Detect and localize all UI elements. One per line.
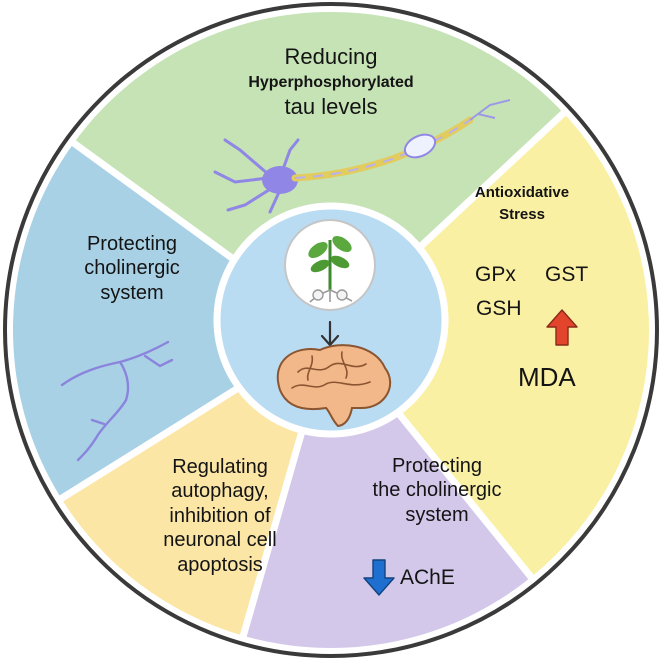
segment-antioxidative bbox=[331, 113, 650, 578]
neuron-illustration bbox=[213, 99, 511, 214]
gst-label: GST bbox=[545, 263, 589, 286]
cholinergic-left-line2: cholinergic bbox=[84, 257, 180, 280]
cholinergic-left-label: Protecting cholinergic system bbox=[62, 232, 202, 305]
cholinergic-right-line3: system bbox=[405, 503, 469, 526]
plant-icon bbox=[284, 219, 376, 311]
ache-label: AChE bbox=[400, 566, 455, 589]
up-arrow-icon bbox=[546, 309, 578, 346]
mda-label: MDA bbox=[518, 362, 576, 392]
gsh-label: GSH bbox=[476, 297, 522, 320]
autophagy-line4: neuronal cell bbox=[163, 529, 277, 552]
antioxidative-title-line2: Stress bbox=[499, 206, 545, 224]
down-arrow-icon bbox=[320, 320, 340, 347]
tau-label: Reducing Hyperphosphorylated tau levels bbox=[206, 44, 456, 121]
autophagy-line3: inhibition of bbox=[169, 504, 271, 527]
cholinergic-left-line3: system bbox=[100, 281, 164, 304]
cholinergic-left-line1: Protecting bbox=[86, 233, 178, 255]
autophagy-line1: Regulating bbox=[172, 456, 268, 478]
cholinergic-right-line1: Protecting bbox=[391, 455, 483, 477]
cholinergic-right-line2: the cholinergic bbox=[372, 479, 502, 502]
ache-down-arrow-icon bbox=[363, 559, 395, 596]
brain-icon bbox=[276, 344, 391, 428]
cholinergic-right-label: Protecting the cholinergic system bbox=[358, 454, 516, 527]
antioxidative-title: Antioxidative Stress bbox=[452, 184, 592, 225]
antioxidative-title-line1: Antioxidative bbox=[474, 184, 570, 201]
segment-cholinergic-left bbox=[12, 143, 332, 499]
gpx-label: GPx bbox=[475, 263, 516, 286]
autophagy-label: Regulating autophagy, inhibition of neur… bbox=[140, 455, 300, 577]
segment-tau bbox=[73, 11, 564, 331]
tau-line3: tau levels bbox=[284, 94, 378, 120]
tau-line1: Reducing bbox=[284, 44, 378, 69]
nerve-fiber-illustration bbox=[60, 340, 174, 462]
autophagy-line2: autophagy, bbox=[171, 480, 269, 503]
tau-line2: Hyperphosphorylated bbox=[248, 73, 414, 91]
autophagy-line5: apoptosis bbox=[177, 553, 263, 576]
